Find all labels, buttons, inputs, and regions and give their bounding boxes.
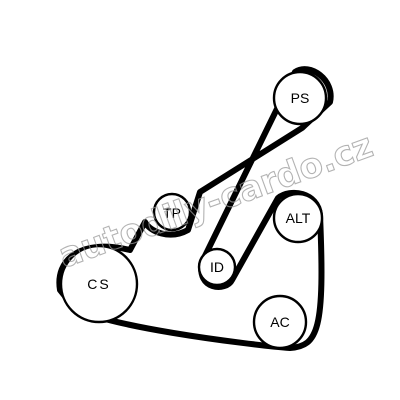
pulley-ps: PS <box>272 70 328 126</box>
pulley-cs-label: CS <box>87 276 110 292</box>
pulley-alt: ALT <box>272 192 324 244</box>
pulley-tp-label: TP <box>163 205 181 221</box>
pulley-ac: AC <box>252 294 308 350</box>
pulley-alt-label: ALT <box>286 210 311 226</box>
pulley-id-label: ID <box>210 259 224 275</box>
pulley-ps-label: PS <box>291 90 310 106</box>
pulley-cs: CS <box>59 244 139 324</box>
pulley-ac-label: AC <box>270 314 289 330</box>
pulley-tp: TP <box>152 192 192 232</box>
pulley-id: ID <box>197 247 237 287</box>
